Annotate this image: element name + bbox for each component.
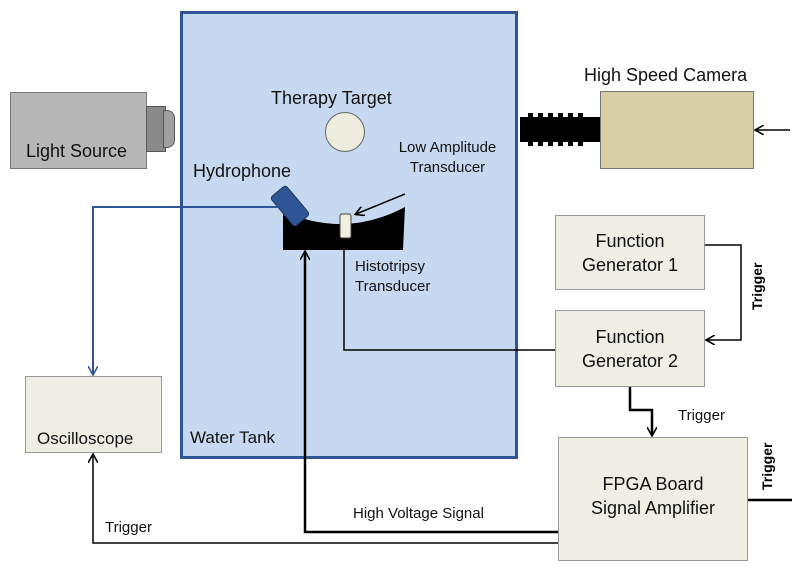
hydrophone: [270, 185, 310, 227]
hydrophone-oscilloscope-wire: [93, 206, 283, 374]
light-source-lens-cap: [163, 110, 175, 148]
oscilloscope-label: Oscilloscope: [37, 429, 134, 448]
function-generator-1: Function Generator 1: [555, 215, 705, 290]
fg2-transducer-wire: [344, 241, 555, 351]
low-amp-transducer-label: Low Amplitude Transducer: [380, 138, 515, 178]
histotripsy-line2: Transducer: [355, 278, 431, 295]
low-amp-pointer-arrow: [356, 193, 406, 214]
light-source: [10, 92, 147, 169]
oscilloscope: [25, 376, 162, 453]
trigger-right-label: Trigger: [759, 442, 775, 490]
fg2-line2: Generator 2: [581, 351, 679, 371]
fg1-line1: Function: [595, 231, 665, 251]
fpga-board: FPGA Board Signal Amplifier: [558, 437, 748, 561]
hydrophone-label: Hydrophone: [193, 161, 292, 181]
therapy-target: [325, 112, 365, 152]
fg2-fpga-trigger-wire: [628, 387, 652, 435]
low-amplitude-transducer: [339, 213, 352, 239]
function-generator-2: Function Generator 2: [555, 310, 705, 387]
water-tank-label: Water Tank: [190, 428, 276, 447]
low-amp-line1: Low Amplitude: [398, 139, 497, 156]
low-amp-line2: Transducer: [409, 159, 486, 176]
fpga-line1: FPGA Board: [602, 474, 704, 494]
light-source-label: Light Source: [26, 141, 128, 161]
camera-label: High Speed Camera: [584, 65, 748, 85]
fg2-line1: Function: [595, 327, 665, 347]
therapy-target-label: Therapy Target: [271, 88, 392, 108]
histotripsy-transducer-label: Histotripsy Transducer: [355, 257, 430, 297]
camera-lens: [520, 113, 600, 146]
fg1-line2: Generator 1: [581, 255, 679, 275]
trigger-fg2-fpga-label: Trigger: [678, 407, 725, 424]
trigger-osc-label: Trigger: [105, 519, 152, 536]
histotripsy-line1: Histotripsy: [355, 258, 426, 275]
high-speed-camera: [600, 91, 754, 169]
fg1-fg2-trigger-wire: [705, 244, 742, 340]
fpga-line2: Signal Amplifier: [590, 498, 716, 518]
fpga-oscilloscope-trigger-wire: [93, 455, 558, 544]
high-voltage-wire: [305, 252, 558, 534]
high-voltage-label: High Voltage Signal: [353, 505, 484, 522]
trigger-fg-label: Trigger: [749, 262, 765, 310]
